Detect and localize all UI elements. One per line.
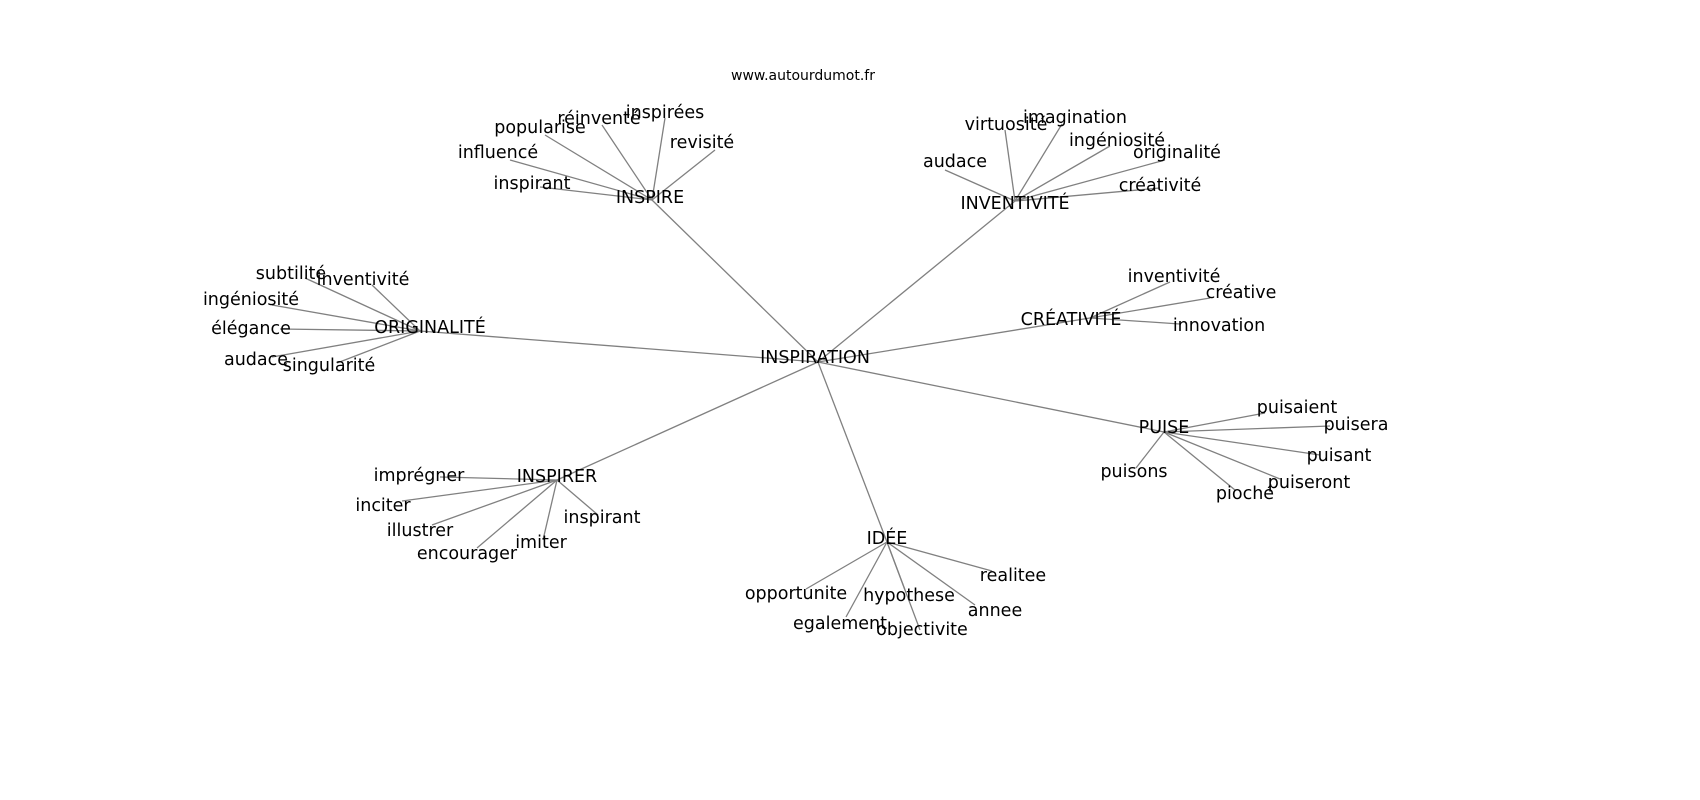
edge-group-child xyxy=(886,541,976,606)
leaf-node[interactable]: créative xyxy=(1206,283,1277,303)
root-node[interactable]: INSPIRATION xyxy=(760,348,870,368)
edge-group-child xyxy=(271,304,421,332)
edge-group-child xyxy=(544,134,653,201)
leaf-node[interactable]: puisant xyxy=(1307,446,1372,466)
leaf-node[interactable]: revisité xyxy=(670,133,734,153)
edge-group-child xyxy=(556,479,599,516)
leaf-node[interactable]: innovation xyxy=(1173,316,1265,336)
leaf-node[interactable]: originalité xyxy=(1133,143,1221,163)
group-node[interactable]: INSPIRER xyxy=(517,467,597,487)
edge-group-child xyxy=(1163,431,1236,491)
edge-group-child xyxy=(1014,187,1161,202)
leaf-node[interactable]: pioché xyxy=(1216,484,1274,504)
edge-group-child xyxy=(1089,317,1181,325)
edge-group-child xyxy=(944,169,1016,202)
site-title: www.autourdumot.fr xyxy=(731,68,875,84)
leaf-node[interactable]: popularise xyxy=(494,118,586,138)
leaf-node[interactable]: réinventé xyxy=(557,109,640,129)
edge-group-child xyxy=(651,117,666,201)
edge-group-child xyxy=(1004,129,1016,202)
group-node[interactable]: IDÉE xyxy=(867,527,908,549)
edge-group-child xyxy=(1014,123,1063,202)
leaf-node[interactable]: puisera xyxy=(1324,415,1389,435)
edge-root-group xyxy=(817,200,1016,363)
edge-root-group xyxy=(556,361,819,481)
edge-group-child xyxy=(805,541,888,590)
group-node[interactable]: INVENTIVITÉ xyxy=(960,192,1069,214)
leaf-node[interactable]: hypothese xyxy=(863,586,955,606)
edge-group-child xyxy=(271,330,421,358)
leaf-node[interactable]: audace xyxy=(224,350,288,370)
leaf-node[interactable]: créativité xyxy=(1119,176,1202,196)
leaf-node[interactable]: inventivité xyxy=(317,270,410,290)
edge-group-child xyxy=(371,284,421,332)
leaf-node[interactable]: virtuosité xyxy=(965,115,1048,135)
edge-group-child xyxy=(1163,412,1266,433)
leaf-node[interactable]: ingéniosité xyxy=(1069,131,1165,151)
edge-group-child xyxy=(1089,297,1211,319)
leaf-node[interactable]: puisons xyxy=(1100,462,1167,482)
leaf-node[interactable]: annee xyxy=(968,601,1022,621)
leaf-node[interactable]: audace xyxy=(923,152,987,172)
edge-group-child xyxy=(1163,431,1281,480)
edge-group-child xyxy=(542,479,558,541)
edge-group-child xyxy=(1089,281,1171,319)
edge-group-child xyxy=(1014,145,1111,202)
leaf-node[interactable]: objectivite xyxy=(876,620,968,640)
edge-group-child xyxy=(304,277,421,332)
group-node[interactable]: INSPIRE xyxy=(616,188,684,208)
edge-group-child xyxy=(279,328,421,332)
leaf-node[interactable]: puiseront xyxy=(1268,473,1351,493)
edge-group-child xyxy=(1163,431,1321,456)
leaf-node[interactable]: puisaient xyxy=(1257,398,1338,418)
group-node[interactable]: CRÉATIVITÉ xyxy=(1021,308,1122,330)
edge-group-child xyxy=(476,479,558,549)
leaf-node[interactable]: realitee xyxy=(980,566,1046,586)
edge-group-child xyxy=(886,541,906,591)
leaf-node[interactable]: egalement xyxy=(793,614,887,634)
leaf-node[interactable]: inciter xyxy=(355,496,411,516)
leaf-node[interactable]: illustrer xyxy=(387,521,454,541)
edge-group-child xyxy=(431,479,558,526)
leaf-node[interactable]: ingéniosité xyxy=(203,290,299,310)
leaf-node[interactable]: élégance xyxy=(211,319,291,339)
edge-root-group xyxy=(651,199,819,363)
edge-root-group xyxy=(817,361,1165,433)
leaf-node[interactable]: singularité xyxy=(283,356,376,376)
edge-group-child xyxy=(886,541,993,572)
edge-group-child xyxy=(601,124,653,201)
edge-group-child xyxy=(509,159,653,201)
edge-group-child xyxy=(1014,159,1166,202)
labels: INSPIRATION INSPIRE inspirant influencé popu… xyxy=(203,103,1388,640)
edge-group-child xyxy=(336,330,421,364)
leaf-node[interactable]: inspirant xyxy=(564,508,641,528)
leaf-node[interactable]: influencé xyxy=(458,143,538,163)
edges xyxy=(271,117,1331,631)
group-node[interactable]: PUISE xyxy=(1139,418,1190,438)
edge-group-child xyxy=(1135,431,1165,469)
group-node[interactable]: ORIGINALITÉ xyxy=(374,316,486,338)
leaf-node[interactable]: subtilité xyxy=(256,264,326,284)
leaf-node[interactable]: encourager xyxy=(417,544,518,564)
leaf-node[interactable]: imprégner xyxy=(374,466,466,486)
leaf-node[interactable]: inventivité xyxy=(1128,267,1221,287)
edge-group-child xyxy=(1163,425,1331,433)
edge-group-child xyxy=(401,479,558,502)
leaf-node[interactable]: imagination xyxy=(1023,108,1127,128)
leaf-node[interactable]: opportunite xyxy=(745,584,847,604)
edge-group-child xyxy=(439,476,558,481)
edge-group-child xyxy=(651,149,716,201)
leaf-node[interactable]: imiter xyxy=(515,533,567,553)
edge-group-child xyxy=(845,541,888,618)
leaf-node[interactable]: inspirant xyxy=(494,174,571,194)
leaf-node[interactable]: inspirées xyxy=(626,103,705,123)
edge-root-group xyxy=(817,317,1091,363)
edge-group-child xyxy=(539,186,653,201)
edge-root-group xyxy=(817,361,888,543)
edge-root-group xyxy=(419,330,819,363)
